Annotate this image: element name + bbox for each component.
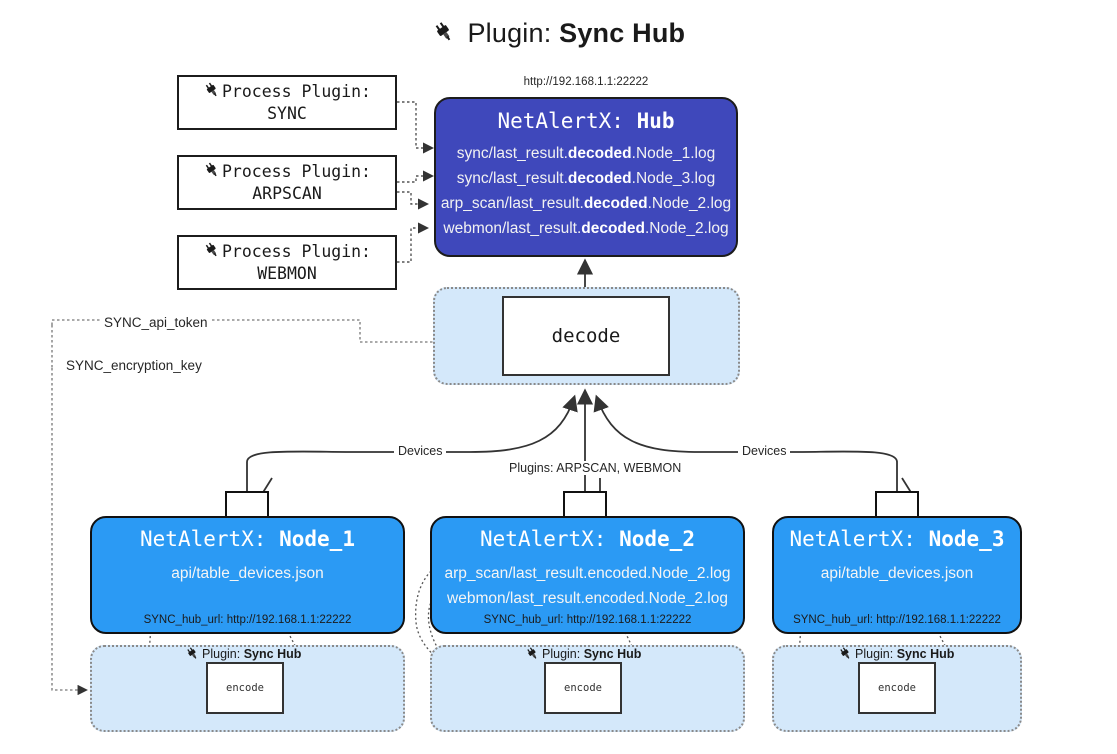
edge-label-devices-right: Devices [738,444,791,458]
encoder-plugin-label-node-3: Plugin: Sync Hub [838,645,954,663]
encode-box-node-3[interactable]: encode [858,662,936,714]
process-plugin-label: Process Plugin: [221,241,371,261]
node-foot-label: SYNC_hub_url: http://192.168.1.1:22222 [483,614,692,626]
hub-log-post: .Node_2.log [644,220,729,238]
hub-log-pre: sync/last_result. [456,170,568,188]
process-plugin-label: Process Plugin: [221,161,371,181]
edge-label-devices-left: Devices [394,444,447,458]
process-plugin-name: SYNC [267,104,307,123]
process-plugin-box-sync[interactable]: Process Plugin: SYNC [177,75,397,130]
node-line-list: arp_scan/last_result.encoded.Node_2.log … [432,561,743,611]
encoder-plugin-label-node-2: Plugin: Sync Hub [525,645,641,663]
hub-log-pre: sync/last_result. [456,145,568,162]
encoder-plugin-label-node-1: Plugin: Sync Hub [185,645,301,663]
node-title: NetAlertX: Node_3 [774,527,1020,551]
process-plugin-name: ARPSCAN [252,184,322,203]
encoder-label-name: Sync Hub [243,647,302,661]
plug-icon [838,646,853,664]
hub-log-mid: decoded [581,220,645,238]
env-label-encryption-key: SYNC_encryption_key [62,358,206,373]
node-title: NetAlertX: Node_1 [92,527,403,551]
node-title-name: Node_2 [619,527,695,551]
node-line: api/table_devices.json [820,565,974,582]
node-line: arp_scan/last_result.encoded.Node_2.log [444,565,731,582]
plug-icon [203,161,221,185]
process-plugin-box-arpscan[interactable]: Process Plugin: ARPSCAN [177,155,397,210]
plug-icon [432,20,456,51]
hub-log-pre: arp_scan/last_result. [440,195,584,213]
node-title-prefix: NetAlertX: [140,527,267,551]
hub-title: NetAlertX: Hub [436,109,736,133]
plug-icon [525,646,540,664]
node-line: api/table_devices.json [171,565,324,582]
node-line: webmon/last_result.encoded.Node_2.log [447,590,728,608]
hub-log-mid: decoded [567,170,632,188]
plug-icon [203,241,221,265]
hub-log-line: webmon/last_result.decoded.Node_2.log [436,216,736,241]
encoder-label-name: Sync Hub [896,647,955,661]
hub-log-list: sync/last_result.decoded.Node_1.log sync… [436,141,736,241]
node-box-node-2[interactable]: NetAlertX: Node_2 arp_scan/last_result.e… [430,516,745,634]
page-title: Plugin: Sync Hub [0,18,1117,49]
hub-log-post: .Node_2.log [647,195,732,213]
process-plugin-box-webmon[interactable]: Process Plugin: WEBMON [177,235,397,290]
encoder-label-name: Sync Hub [583,647,642,661]
hub-log-post: .Node_3.log [631,170,716,188]
page-title-prefix: Plugin: [467,18,552,48]
encoder-label-prefix: Plugin: [542,647,581,661]
node-box-node-1[interactable]: NetAlertX: Node_1 api/table_devices.json… [90,516,405,634]
node-line-list: api/table_devices.json [92,561,403,586]
hub-title-prefix: NetAlertX: [497,109,624,133]
decode-box[interactable]: decode [502,296,670,376]
hub-log-line: sync/last_result.decoded.Node_1.log [436,141,736,166]
node-title: NetAlertX: Node_2 [432,527,743,551]
hub-log-mid: decoded [567,145,632,162]
plug-icon [185,646,200,664]
node-title-prefix: NetAlertX: [480,527,607,551]
encode-box-node-1[interactable]: encode [206,662,284,714]
node-line-list: api/table_devices.json [774,561,1020,586]
hub-log-line: arp_scan/last_result.decoded.Node_2.log [436,191,736,216]
node-box-node-3[interactable]: NetAlertX: Node_3 api/table_devices.json… [772,516,1022,634]
encoder-label-prefix: Plugin: [202,647,241,661]
process-plugin-label: Process Plugin: [221,81,371,101]
plug-icon [203,81,221,105]
hub-url-label: http://192.168.1.1:22222 [523,76,649,88]
node-title-prefix: NetAlertX: [789,527,916,551]
hub-node[interactable]: NetAlertX: Hub sync/last_result.decoded.… [434,97,738,257]
encode-box-node-2[interactable]: encode [544,662,622,714]
hub-log-line: sync/last_result.decoded.Node_3.log [436,166,736,191]
node-foot-label: SYNC_hub_url: http://192.168.1.1:22222 [143,614,352,626]
encoder-label-prefix: Plugin: [855,647,894,661]
page-title-name: Sync Hub [559,18,686,48]
hub-log-pre: webmon/last_result. [443,220,582,238]
node-title-name: Node_3 [928,527,1005,551]
env-label-api-token: SYNC_api_token [100,315,212,330]
node-foot-label: SYNC_hub_url: http://192.168.1.1:22222 [793,614,1001,626]
process-plugin-name: WEBMON [257,264,317,283]
hub-title-name: Hub [636,109,675,133]
hub-log-post: .Node_1.log [631,145,716,162]
hub-log-mid: decoded [583,195,648,213]
node-title-name: Node_1 [279,527,355,551]
edge-label-plugins-center: Plugins: ARPSCAN, WEBMON [505,461,686,475]
